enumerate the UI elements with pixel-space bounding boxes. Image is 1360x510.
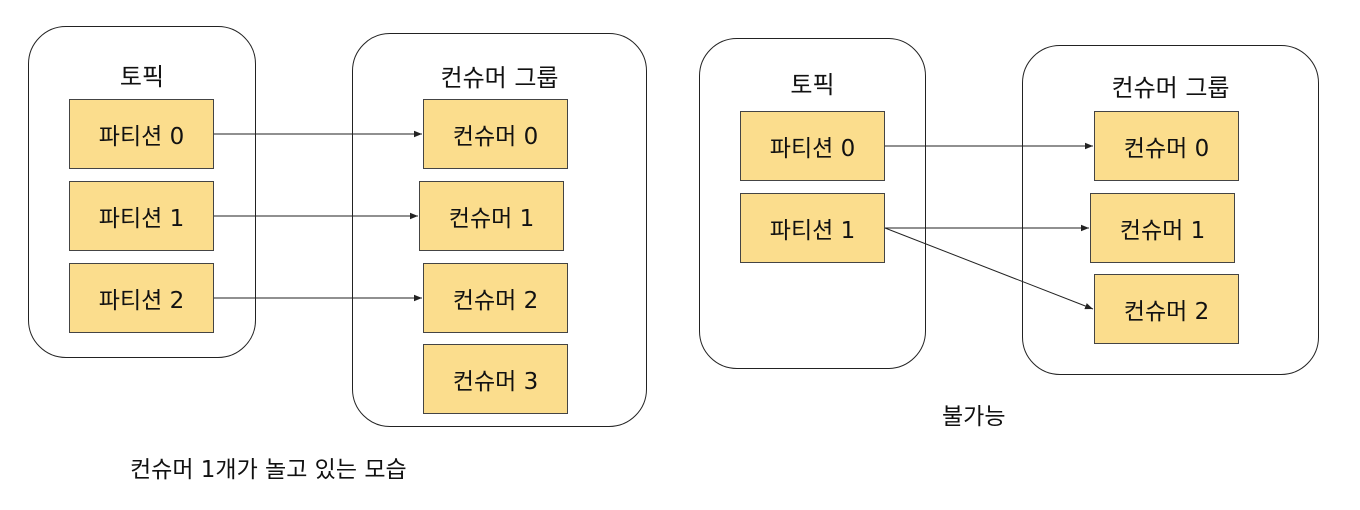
right-caption: 불가능 bbox=[942, 404, 1006, 430]
right-topic-title: 토픽 bbox=[790, 71, 835, 99]
right-consumer-0: 컨슈머 0 bbox=[1094, 111, 1239, 181]
left-partition-2: 파티션 2 bbox=[69, 263, 214, 333]
right-consumer-group-title: 컨슈머 그룹 bbox=[1111, 74, 1230, 102]
left-partition-1: 파티션 1 bbox=[69, 181, 214, 251]
right-partition-1: 파티션 1 bbox=[740, 193, 885, 263]
right-topic-container: 토픽 bbox=[699, 38, 926, 369]
right-partition-0: 파티션 0 bbox=[740, 111, 885, 181]
left-consumer-1: 컨슈머 1 bbox=[419, 181, 564, 251]
left-consumer-group-title: 컨슈머 그룹 bbox=[440, 64, 559, 92]
left-consumer-2: 컨슈머 2 bbox=[423, 263, 568, 333]
left-consumer-0: 컨슈머 0 bbox=[423, 99, 568, 169]
left-partition-0: 파티션 0 bbox=[69, 99, 214, 169]
left-caption: 컨슈머 1개가 놀고 있는 모습 bbox=[130, 457, 407, 483]
left-topic-title: 토픽 bbox=[119, 63, 165, 91]
arrow-right-p1-c2 bbox=[884, 227, 1094, 310]
left-consumer-3: 컨슈머 3 bbox=[423, 344, 568, 414]
right-consumer-1: 컨슈머 1 bbox=[1090, 193, 1235, 263]
right-consumer-2: 컨슈머 2 bbox=[1094, 274, 1239, 344]
